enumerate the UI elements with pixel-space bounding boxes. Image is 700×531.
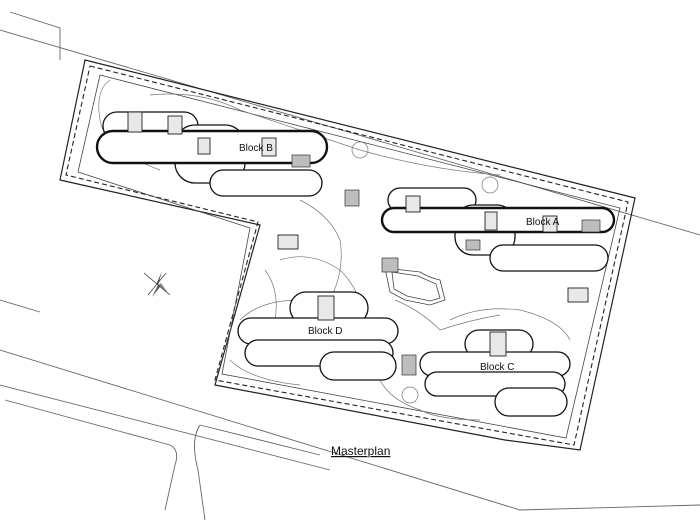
block-a-cluster: Block A bbox=[380, 187, 616, 272]
site-boundary bbox=[59, 59, 636, 451]
north-arrow-icon bbox=[143, 271, 171, 297]
central-plaza bbox=[277, 189, 589, 376]
block-c-cluster: Block C bbox=[419, 329, 571, 417]
road-lines bbox=[0, 11, 700, 521]
block-d-label: Block D bbox=[308, 326, 342, 337]
masterplan-caption: Masterplan bbox=[331, 444, 390, 458]
block-d-cluster: Block D bbox=[237, 291, 399, 381]
block-b-cluster: Block B bbox=[95, 111, 329, 197]
block-a-label: Block A bbox=[526, 217, 560, 228]
block-c-label: Block C bbox=[480, 362, 514, 373]
block-b-label: Block B bbox=[239, 143, 273, 154]
